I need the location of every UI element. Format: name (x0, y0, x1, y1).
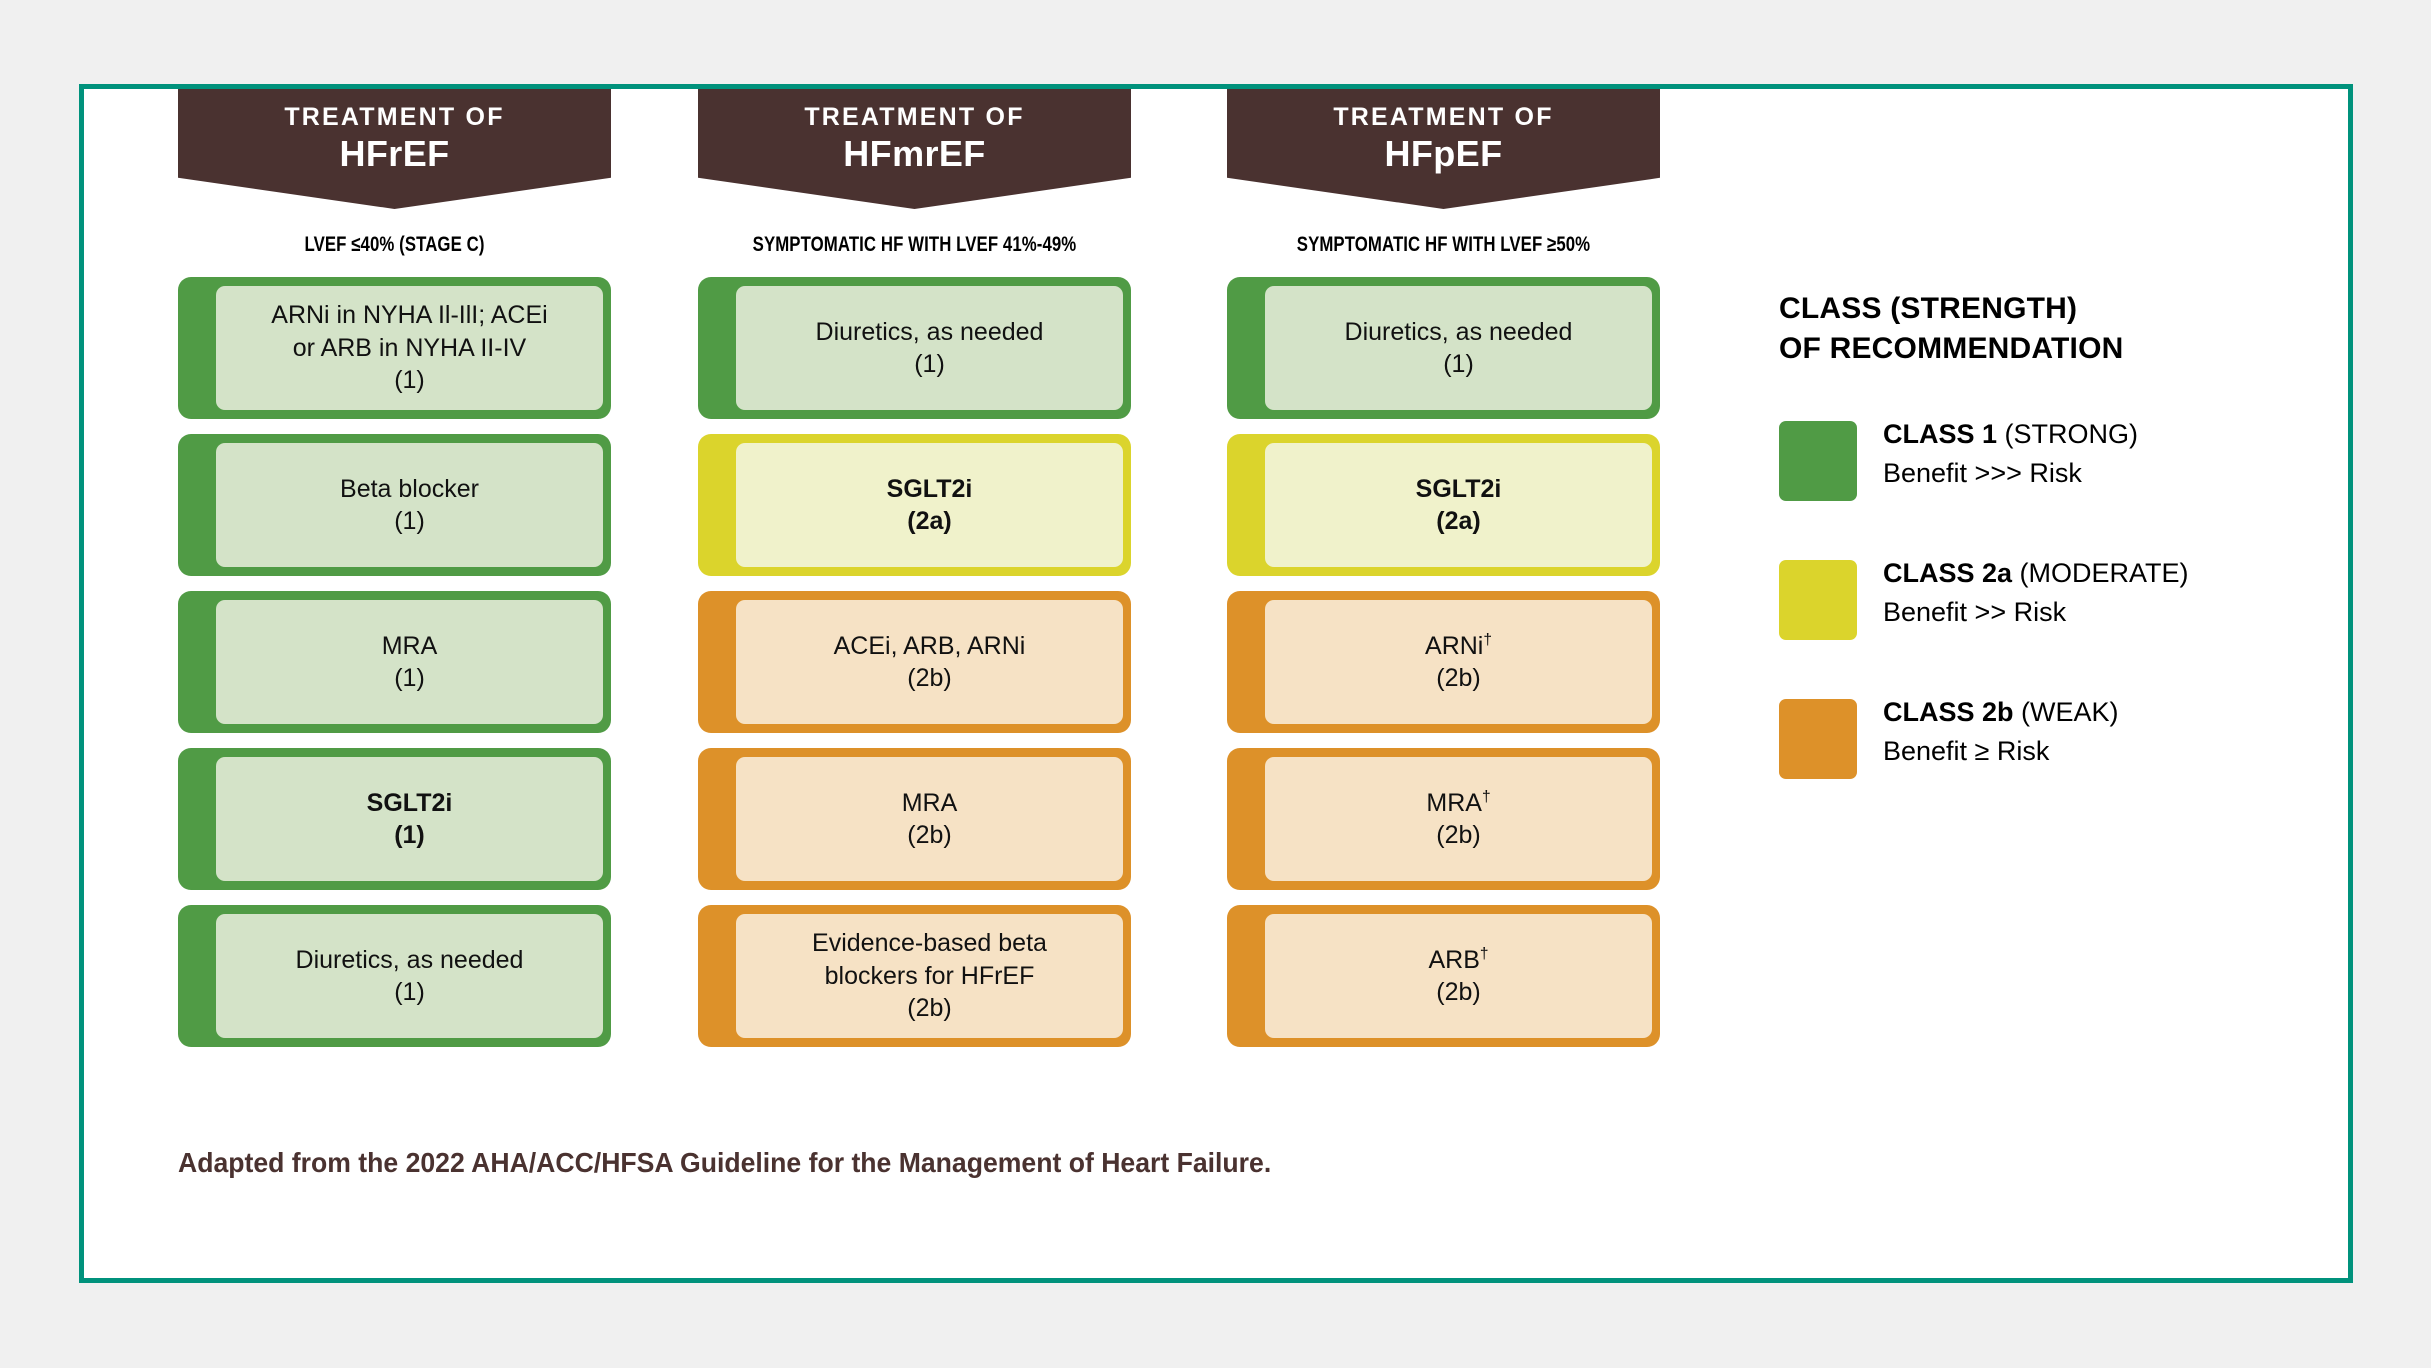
banner-line2: HFpEF (1384, 132, 1503, 174)
treatment-box-inner: MRA†(2b) (1265, 757, 1652, 881)
treatment-box-label: SGLT2i(2a) (886, 474, 973, 536)
treatment-box-label: Diuretics, as needed(1) (815, 317, 1044, 379)
legend-class-name: CLASS 2a (1883, 557, 2013, 588)
column-subtitle: LVEF ≤40% (STAGE C) (304, 233, 485, 256)
treatment-box: SGLT2i(1) (178, 748, 611, 890)
treatment-box-label: Diuretics, as needed(1) (1344, 317, 1573, 379)
treatment-box: Diuretics, as needed(1) (698, 277, 1131, 419)
treatment-box-inner: SGLT2i(2a) (736, 443, 1123, 567)
treatment-box: MRA(2b) (698, 748, 1131, 890)
legend-class-label: CLASS 2a (MODERATE) (1883, 556, 2189, 591)
legend-title-line2: OF RECOMMENDATION (1779, 331, 2124, 365)
treatment-box-label: MRA†(2b) (1426, 788, 1491, 850)
legend-class-label: CLASS 1 (STRONG) (1883, 417, 2138, 452)
legend-benefit-label: Benefit >> Risk (1883, 596, 2067, 627)
treatment-box-inner: Diuretics, as needed(1) (1265, 286, 1652, 410)
treatment-box-inner: SGLT2i(2a) (1265, 443, 1652, 567)
treatment-box-label: SGLT2i(2a) (1415, 474, 1502, 536)
legend-title: CLASS (STRENGTH) OF RECOMMENDATION (1779, 289, 2339, 369)
treatment-box: SGLT2i(2a) (1227, 434, 1660, 576)
legend-title-line1: CLASS (STRENGTH) (1779, 292, 2078, 325)
footer-caption: Adapted from the 2022 AHA/ACC/HFSA Guide… (178, 1147, 1272, 1178)
banner-line1: TREATMENT OF (1333, 103, 1554, 131)
treatment-box-inner: MRA(1) (216, 600, 603, 724)
legend-text: CLASS 2b (WEAK) Benefit ≥ Risk (1883, 695, 2119, 771)
column-subtitle: SYMPTOMATIC HF WITH LVEF ≥50% (1296, 233, 1591, 256)
legend-class-label: CLASS 2b (WEAK) (1883, 695, 2119, 730)
treatment-box: MRA†(2b) (1227, 748, 1660, 890)
banner-text: TREATMENT OF HFmrEF (698, 103, 1131, 173)
treatment-box: ARNi†(2b) (1227, 591, 1660, 733)
legend-item: CLASS 2a (MODERATE) Benefit >> Risk (1779, 556, 2339, 640)
treatment-box-label: MRA(2b) (901, 788, 958, 850)
treatment-box-label: ACEi, ARB, ARNi(2b) (833, 631, 1026, 693)
treatment-box: MRA(1) (178, 591, 611, 733)
column-banner: TREATMENT OF HFmrEF (698, 89, 1131, 209)
column-hfref: TREATMENT OF HFrEF LVEF ≤40% (STAGE C) A… (178, 89, 611, 1062)
legend-class-qualifier: (STRONG) (1997, 418, 2139, 449)
legend-class-name: CLASS 1 (1883, 418, 1998, 449)
treatment-box-label: ARNi†(2b) (1425, 631, 1492, 693)
legend-class-name: CLASS 2b (1883, 696, 2014, 727)
treatment-box: ACEi, ARB, ARNi(2b) (698, 591, 1131, 733)
legend-item: CLASS 1 (STRONG) Benefit >>> Risk (1779, 417, 2339, 501)
treatment-box: SGLT2i(2a) (698, 434, 1131, 576)
banner-line1: TREATMENT OF (284, 103, 505, 131)
banner-text: TREATMENT OF HFpEF (1227, 103, 1660, 173)
legend-color-swatch (1779, 698, 1857, 779)
legend-class-qualifier: (WEAK) (2013, 696, 2119, 727)
legend: CLASS (STRENGTH) OF RECOMMENDATION CLASS… (1779, 289, 2339, 834)
legend-item: CLASS 2b (WEAK) Benefit ≥ Risk (1779, 695, 2339, 779)
treatment-box-label: Beta blocker(1) (340, 474, 479, 536)
treatment-box-list: Diuretics, as needed(1) SGLT2i(2a) ACEi, A… (698, 277, 1131, 1047)
column-hfmref: TREATMENT OF HFmrEF SYMPTOMATIC HF WITH … (698, 89, 1131, 1062)
treatment-box: Beta blocker(1) (178, 434, 611, 576)
treatment-box-inner: Beta blocker(1) (216, 443, 603, 567)
treatment-box-inner: Diuretics, as needed(1) (216, 914, 603, 1038)
treatment-box: Diuretics, as needed(1) (178, 905, 611, 1047)
treatment-box: Diuretics, as needed(1) (1227, 277, 1660, 419)
banner-line1: TREATMENT OF (804, 103, 1025, 131)
treatment-box-inner: MRA(2b) (736, 757, 1123, 881)
treatment-box-inner: ARNi†(2b) (1265, 600, 1652, 724)
column-hfpef: TREATMENT OF HFpEF SYMPTOMATIC HF WITH L… (1227, 89, 1660, 1062)
banner-line2: HFmrEF (843, 132, 986, 174)
treatment-box-list: Diuretics, as needed(1) SGLT2i(2a) ARNi†(2… (1227, 277, 1660, 1047)
treatment-box: ARB†(2b) (1227, 905, 1660, 1047)
treatment-box-inner: Diuretics, as needed(1) (736, 286, 1123, 410)
column-banner: TREATMENT OF HFrEF (178, 89, 611, 209)
legend-color-swatch (1779, 559, 1857, 640)
banner-text: TREATMENT OF HFrEF (178, 103, 611, 173)
treatment-box-label: ARB†(2b) (1428, 945, 1489, 1007)
legend-benefit-label: Benefit >>> Risk (1883, 457, 2082, 488)
legend-text: CLASS 2a (MODERATE) Benefit >> Risk (1883, 556, 2189, 632)
legend-benefit-label: Benefit ≥ Risk (1883, 735, 2050, 766)
legend-color-swatch (1779, 420, 1857, 501)
column-subtitle: SYMPTOMATIC HF WITH LVEF 41%-49% (752, 233, 1077, 256)
treatment-box-inner: SGLT2i(1) (216, 757, 603, 881)
treatment-box-inner: ARB†(2b) (1265, 914, 1652, 1038)
treatment-box-inner: ACEi, ARB, ARNi(2b) (736, 600, 1123, 724)
banner-line2: HFrEF (339, 132, 450, 174)
infographic-card: TREATMENT OF HFrEF LVEF ≤40% (STAGE C) A… (79, 84, 2353, 1283)
legend-text: CLASS 1 (STRONG) Benefit >>> Risk (1883, 417, 2138, 493)
treatment-box-label: MRA(1) (381, 631, 438, 693)
treatment-box-label: Diuretics, as needed(1) (295, 945, 524, 1007)
column-banner: TREATMENT OF HFpEF (1227, 89, 1660, 209)
legend-class-qualifier: (MODERATE) (2012, 557, 2189, 588)
treatment-box-label: SGLT2i(1) (366, 788, 453, 850)
